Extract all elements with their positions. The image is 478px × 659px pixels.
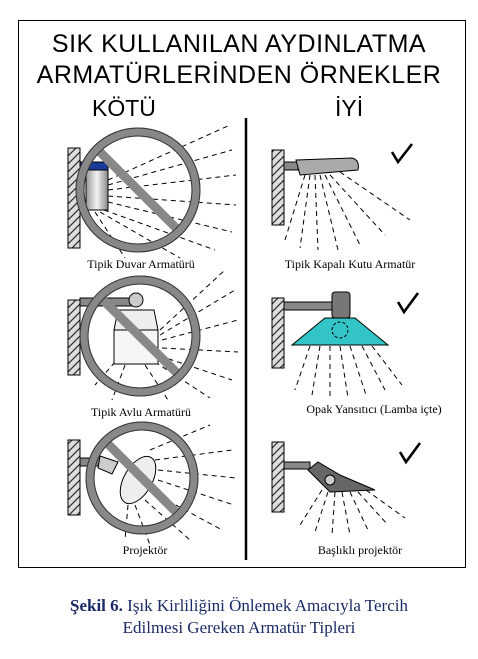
label-yard-fixture: Tipik Avlu Armatürü	[90, 405, 191, 419]
prohibited-icon	[75, 127, 201, 253]
prohibited-icon	[79, 275, 201, 397]
hooded-projector-good	[271, 441, 422, 536]
opaque-reflector-good	[271, 291, 420, 399]
header-bad: KÖTÜ	[92, 95, 156, 121]
label-hooded-projector: Başlıklı projektör	[317, 543, 403, 557]
box-fixture-good	[271, 143, 414, 251]
label-opaque-reflector: Opak Yansıtıcı (Lamba içte)	[306, 402, 442, 416]
label-wall-fixture: Tipik Duvar Armatürü	[87, 257, 195, 271]
label-projector: Projektör	[122, 543, 168, 557]
caption-line-1: Işık Kirliliğini Önlemek Amacıyla Tercih	[127, 596, 408, 615]
checkmark-icon	[396, 292, 420, 315]
wall-fixture-bad	[67, 124, 237, 259]
yard-fixture-bad	[67, 269, 239, 401]
checkmark-icon	[390, 143, 414, 165]
projector-bad	[67, 421, 237, 546]
label-box-fixture: Tipik Kapalı Kutu Armatür	[284, 257, 416, 271]
title-line-2: ARMATÜRLERİNDEN ÖRNEKLER	[36, 61, 442, 89]
title-line-1: SIK KULLANILAN AYDINLATMA	[51, 30, 427, 58]
caption-line-2: Edilmesi Gereken Armatür Tipleri	[122, 618, 356, 637]
header-good: İYİ	[335, 95, 364, 121]
prohibited-icon	[85, 421, 199, 535]
checkmark-icon	[398, 442, 422, 465]
figure-caption: Şekil 6. Işık Kirliliğini Önlemek Amacıy…	[0, 595, 478, 639]
caption-figure-number: Şekil 6.	[70, 596, 123, 615]
